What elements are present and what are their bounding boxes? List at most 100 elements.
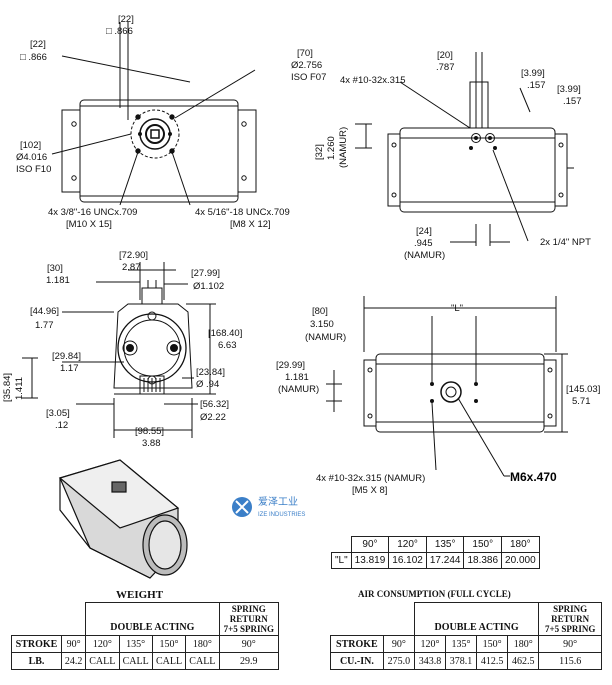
weight-sr-line1: SPRING — [231, 604, 266, 614]
bolt-f07-metric: [M8 X 12] — [230, 219, 271, 230]
drive-boss — [440, 381, 462, 403]
weight-angle-120: 120° — [85, 635, 120, 653]
weight-double-acting: DOUBLE ACTING — [85, 619, 220, 636]
air-value-row: CU.-IN. 275.0 343.8 378.1 412.5 462.5 11… — [330, 652, 602, 670]
l-angle-135: 135° — [425, 536, 465, 553]
air-double-acting: DOUBLE ACTING — [413, 619, 540, 636]
weight-stroke-label: STROKE — [10, 635, 63, 653]
dim-32-metric: [32] — [314, 144, 325, 160]
air-spring-return: SPRING RETURN 7+5 SPRING — [538, 602, 602, 636]
dim-14503-inch: 5.71 — [572, 396, 591, 407]
actuator-body-side — [399, 127, 556, 213]
weight-empty-2 — [12, 619, 86, 636]
npt-label: 2x 1/4" NPT — [540, 237, 591, 248]
dim-70-metric: [70] — [297, 48, 313, 59]
weight-value-90: 24.2 — [61, 652, 87, 670]
dim-24-namur: (NAMUR) — [404, 250, 445, 261]
l-angle-90: 90° — [350, 536, 390, 553]
dim-399a-inch: .157 — [527, 80, 546, 91]
l-table-empty — [332, 537, 352, 553]
dim-2999-inch: 1.181 — [285, 372, 309, 383]
holes-label-top: 4x #10-32x.315 — [340, 75, 406, 86]
weight-caption: WEIGHT — [116, 589, 164, 601]
weight-value-135: CALL — [118, 652, 153, 670]
weight-sr-value: 29.9 — [218, 652, 280, 670]
dim-4496-inch: 1.77 — [35, 320, 54, 331]
weight-double-acting-spacer — [85, 602, 220, 619]
l-angle-120: 120° — [388, 536, 427, 553]
weight-stroke-row: STROKE 90° 120° 135° 150° 180° 90° — [10, 635, 280, 653]
dim-70-iso: ISO F07 — [291, 72, 326, 83]
side-view — [355, 52, 574, 246]
end-view-shaft — [141, 287, 163, 305]
holes-metric-bottom: [M5 X 8] — [352, 485, 387, 496]
ize-logo — [232, 497, 252, 517]
dim-7290-metric: [72.90] — [119, 250, 148, 261]
dim-2999-metric: [29.99] — [276, 360, 305, 371]
dim-399b-inch: .157 — [563, 96, 582, 107]
air-sr-value: 115.6 — [538, 652, 602, 670]
weight-value-120: CALL — [85, 652, 120, 670]
dim-30-metric: [30] — [47, 263, 63, 274]
dim-20-inch: .787 — [436, 62, 455, 73]
weight-spring-return: SPRING RETURN 7+5 SPRING — [218, 602, 280, 636]
weight-angle-150: 150° — [151, 635, 187, 653]
dim-22b-inch: □ .866 — [20, 52, 47, 63]
weight-angle-135: 135° — [118, 635, 153, 653]
weight-angle-90: 90° — [61, 635, 87, 653]
dim-9855-inch: 3.88 — [142, 438, 161, 449]
dim-22b-metric: [22] — [30, 39, 46, 50]
holes-label-bottom: 4x #10-32x.315 (NAMUR) — [316, 473, 425, 484]
dim-5632-inch: Ø2.22 — [200, 412, 226, 423]
end-view-body — [113, 303, 193, 389]
dim-20-metric: [20] — [437, 50, 453, 61]
dim-2384-inch: Ø .94 — [196, 379, 219, 390]
l-table-value-row: "L" 13.819 16.102 17.244 18.386 20.000 — [331, 552, 540, 569]
bolt-f10-label: 4x 3/8"-16 UNCx.709 — [48, 207, 137, 218]
l-angle-150: 150° — [463, 536, 503, 553]
dim-22a-inch: □ .866 — [106, 26, 133, 37]
air-angle-180: 180° — [507, 635, 540, 653]
air-angle-135: 135° — [444, 635, 478, 653]
l-row-label: "L" — [331, 552, 352, 569]
l-value-120: 16.102 — [388, 552, 427, 569]
dim-22a-metric: [22] — [118, 14, 134, 25]
dim-70-dia: Ø2.756 — [291, 60, 322, 71]
air-header-row-1: SPRING RETURN 7+5 SPRING — [331, 602, 602, 636]
weight-value-180: CALL — [185, 652, 220, 670]
logo-en: IZE INDUSTRIES — [258, 512, 305, 518]
dim-80-inch: 3.150 — [310, 319, 334, 330]
air-caption: AIR CONSUMPTION (FULL CYCLE) — [358, 589, 511, 599]
dim-16840-metric: [168.40] — [208, 328, 242, 339]
air-double-acting-spacer — [413, 602, 540, 619]
weight-value-150: CALL — [151, 652, 187, 670]
dim-399b-metric: [3.99] — [557, 84, 581, 95]
l-value-180: 20.000 — [501, 552, 540, 569]
air-value-120: 343.8 — [413, 652, 446, 670]
dim-2384-metric: [23.84] — [196, 367, 225, 378]
air-sr-angle: 90° — [538, 635, 602, 653]
weight-header-row-1: SPRING RETURN 7+5 SPRING — [12, 602, 280, 636]
dim-102-iso: ISO F10 — [16, 164, 51, 175]
dim-102-dia: Ø4.016 — [16, 152, 47, 163]
air-stroke-label: STROKE — [330, 635, 384, 653]
dim-2984-metric: [29.84] — [52, 351, 81, 362]
weight-row-label: LB. — [10, 652, 63, 670]
air-stroke-row: STROKE 90° 120° 135° 150° 180° 90° — [330, 635, 602, 653]
air-value-150: 412.5 — [476, 652, 509, 670]
actuator-body-bottom — [375, 353, 545, 433]
air-sr-line2: RETURN — [551, 614, 590, 624]
end-view — [22, 262, 216, 438]
dim-7290-inch: 2.87 — [122, 262, 141, 273]
dim-305-inch: .12 — [55, 420, 68, 431]
dim-30-inch: 1.181 — [46, 275, 70, 286]
air-sr-line3: 7+5 SPRING — [544, 624, 596, 634]
m6-label: M6x.470 — [510, 470, 557, 484]
weight-table: SPRING RETURN 7+5 SPRING DOUBLE ACTING S… — [10, 602, 280, 670]
weight-empty — [12, 603, 86, 620]
dim-9855-metric: [98.55] — [135, 426, 164, 437]
dim-2799-inch: Ø1.102 — [193, 281, 224, 292]
dim-3584-metric: [35.84] — [2, 373, 13, 402]
dim-5632-metric: [56.32] — [200, 399, 229, 410]
